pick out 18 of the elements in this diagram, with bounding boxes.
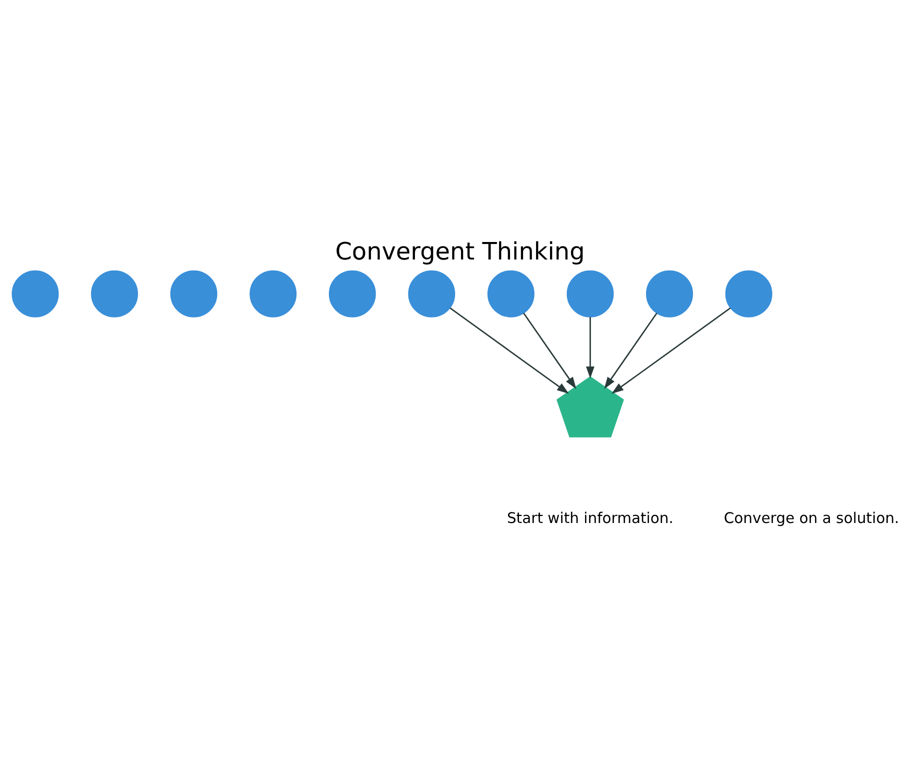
arrow bbox=[586, 316, 594, 378]
node-circle bbox=[566, 270, 614, 317]
node-circle bbox=[725, 270, 772, 317]
node-circle bbox=[328, 270, 376, 317]
node-circle bbox=[408, 270, 456, 317]
node-circle bbox=[250, 270, 297, 317]
arrow bbox=[450, 307, 569, 394]
diagram-title: Convergent Thinking bbox=[335, 237, 585, 266]
arrow bbox=[523, 312, 576, 388]
node-circle bbox=[646, 270, 694, 317]
node-circle bbox=[12, 270, 59, 317]
node-circle bbox=[170, 270, 218, 317]
label: Converge on a solution. bbox=[724, 510, 900, 527]
arrow bbox=[612, 307, 731, 394]
node-circle bbox=[487, 270, 534, 317]
label: Start with information. bbox=[506, 510, 674, 527]
node-circle bbox=[91, 270, 138, 317]
arrow bbox=[604, 312, 658, 388]
